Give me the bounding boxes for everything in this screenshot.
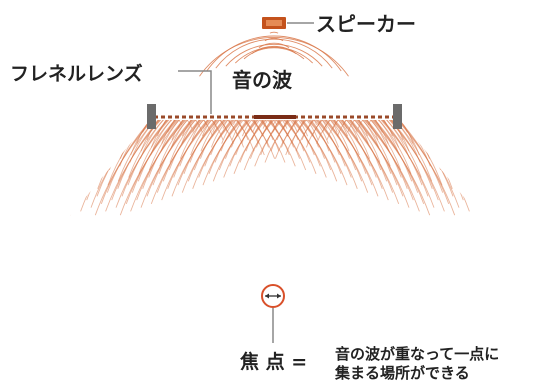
lens-wave-arc bbox=[0, 120, 389, 201]
speaker-wave-arc bbox=[234, 46, 314, 64]
sound-waves-above-lens bbox=[199, 31, 349, 77]
lens-end-right bbox=[393, 104, 402, 129]
lens-wave-arc bbox=[0, 120, 400, 205]
lens-wave-arc bbox=[115, 120, 549, 208]
lens-wave-arc bbox=[286, 120, 394, 137]
lens-wave-arc bbox=[264, 120, 516, 163]
fresnel-lens bbox=[147, 104, 402, 129]
lens-wave-arc bbox=[0, 120, 445, 212]
lens-wave-arc bbox=[161, 120, 549, 201]
lens-wave-arc bbox=[150, 120, 549, 205]
lens-wave-arc bbox=[200, 120, 390, 152]
lens-wave-arc bbox=[171, 120, 549, 197]
lens-wave-arc bbox=[105, 120, 549, 212]
lens-wave-arc bbox=[96, 120, 534, 197]
speaker-wave-arc bbox=[199, 37, 349, 77]
lens-end-left bbox=[147, 104, 156, 129]
lens-wave-arc bbox=[179, 120, 411, 159]
lens-wave-arc bbox=[0, 120, 379, 197]
speaker-wave-arc bbox=[225, 43, 323, 67]
focus-ring-icon bbox=[261, 284, 285, 308]
focus-label: 焦 点 = bbox=[240, 351, 308, 373]
lens-wave-arc bbox=[127, 120, 503, 186]
focus-description-line-2: 集まる場所ができる bbox=[335, 364, 470, 382]
lens-wave-arc bbox=[190, 120, 400, 156]
lens-wave-arc bbox=[121, 120, 549, 197]
lens-wave-arc bbox=[167, 120, 549, 189]
lens-wave-arc bbox=[251, 120, 379, 141]
lens-wave-arc bbox=[210, 120, 380, 148]
lens-wave-arc bbox=[137, 120, 493, 182]
lens-wave-arc bbox=[119, 120, 549, 216]
lens-wave-arc bbox=[230, 120, 400, 148]
speaker-label: スピーカー bbox=[316, 12, 416, 36]
lens-wave-arc bbox=[0, 120, 435, 208]
lens-wave-arc bbox=[0, 120, 420, 212]
speaker-wave-arc bbox=[258, 42, 290, 48]
lens-wave-arc bbox=[0, 120, 410, 208]
lens-wave-arc bbox=[158, 120, 472, 174]
focus-description-line-1: 音の波が重なって一点に bbox=[335, 345, 500, 363]
lens-wave-arc bbox=[220, 120, 410, 152]
lens-wave-arc bbox=[152, 120, 528, 186]
speaker-icon bbox=[262, 17, 286, 29]
lens-wave-arc bbox=[0, 120, 431, 216]
lens-wave-arc bbox=[84, 120, 336, 163]
lens-wave-arc bbox=[0, 120, 369, 193]
lens-wave-arc bbox=[97, 120, 493, 189]
lens-wave-arc bbox=[181, 120, 549, 193]
lens-wave-arc bbox=[0, 120, 425, 205]
speaker-wave-arc bbox=[215, 38, 333, 69]
speaker-wave-arc bbox=[264, 37, 284, 42]
sound-waves-below-lens bbox=[0, 120, 549, 216]
lens-wave-arc bbox=[241, 120, 389, 144]
lens-wave-arc bbox=[140, 120, 549, 208]
speaker-wave-arc bbox=[269, 31, 279, 34]
lens-wave-arc bbox=[189, 120, 441, 163]
focus-arrow-icon bbox=[265, 293, 281, 299]
lens-wave-arc bbox=[162, 120, 518, 182]
lens-wave-arc bbox=[261, 120, 369, 137]
sound-wave-label: 音の波 bbox=[232, 68, 292, 92]
speaker-wave-arc bbox=[243, 47, 305, 60]
lens-wave-arc bbox=[276, 120, 404, 141]
speaker-wave-arc bbox=[206, 35, 342, 72]
lens-wave-arc bbox=[130, 120, 549, 212]
focus-description: 音の波が重なって一点に 集まる場所ができる bbox=[335, 345, 499, 383]
lens-leader-line bbox=[178, 70, 212, 114]
fresnel-lens-label: フレネルレンズ bbox=[10, 63, 143, 85]
lens-wave-arc bbox=[221, 120, 369, 144]
lens-wave-arc bbox=[183, 120, 497, 174]
lens-wave-arc bbox=[156, 120, 549, 193]
lens-wave-arc bbox=[125, 120, 549, 205]
